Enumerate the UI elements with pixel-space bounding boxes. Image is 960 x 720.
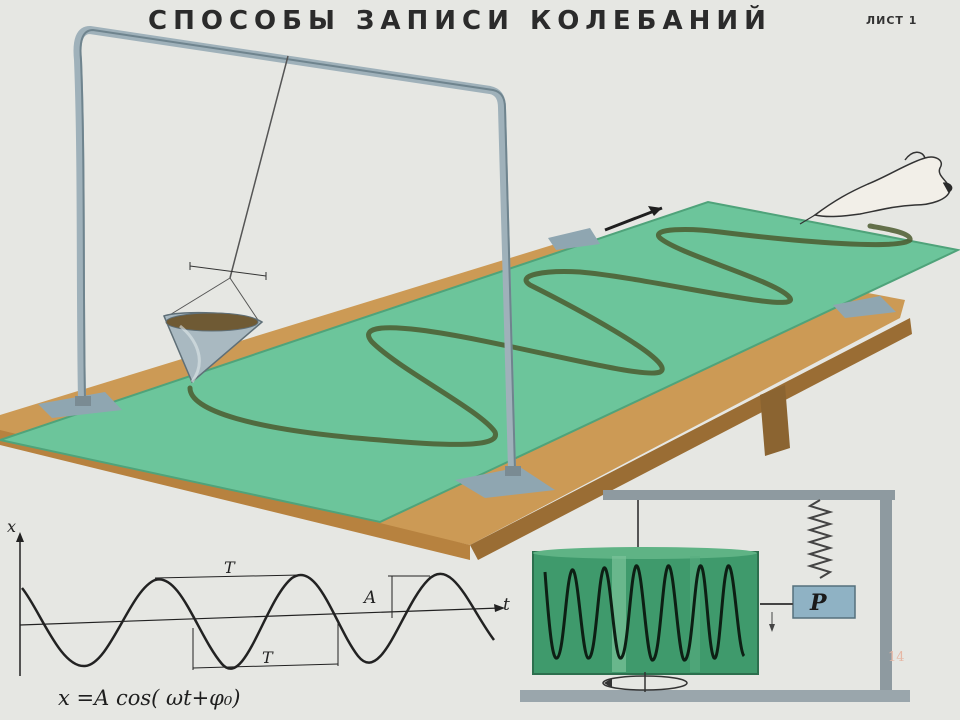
poster-title: СПОСОБЫ ЗАПИСИ КОЛЕБАНИЙ xyxy=(148,6,772,36)
hand-illustration xyxy=(799,151,953,225)
sheet-label: ЛИСТ 1 xyxy=(866,14,918,27)
clamp-top-right xyxy=(833,296,896,318)
oscillation-formula: x =A cos( ωt+φ₀) xyxy=(58,686,241,710)
graph-amplitude-label: A xyxy=(364,588,377,608)
recorder-post xyxy=(880,495,892,695)
recorder-box-label: P xyxy=(810,590,827,616)
drum-trace xyxy=(543,564,746,662)
recorder-top-bar xyxy=(603,490,895,500)
recorder-box xyxy=(792,585,856,619)
table-front-edge xyxy=(470,318,912,560)
graph-period-top-label: T xyxy=(224,558,235,577)
graph-period-bottom-label: T xyxy=(262,648,273,667)
page-number: 14 xyxy=(888,650,905,665)
clamp-top-left xyxy=(548,228,600,250)
sand-pendulum xyxy=(163,55,289,384)
sand-trace xyxy=(187,223,913,447)
pendulum-frame xyxy=(73,26,521,476)
graph-axis-t-label: t xyxy=(503,595,510,615)
graph-t-axis xyxy=(19,607,501,626)
recorder-base xyxy=(520,690,910,702)
board-direction-arrow xyxy=(604,206,663,232)
paper-board xyxy=(0,200,960,524)
recorder-spring xyxy=(806,499,834,579)
clamp-bottom-right xyxy=(455,467,555,498)
graph-curve xyxy=(21,572,496,670)
graph-axis-x-label: x xyxy=(7,517,17,536)
period-top-line xyxy=(154,574,301,579)
pendulum-string xyxy=(229,55,289,279)
drum-recorder xyxy=(520,490,910,702)
oscillation-graph xyxy=(16,532,505,676)
table-leg xyxy=(760,385,790,456)
period-bottom-line xyxy=(192,663,339,669)
